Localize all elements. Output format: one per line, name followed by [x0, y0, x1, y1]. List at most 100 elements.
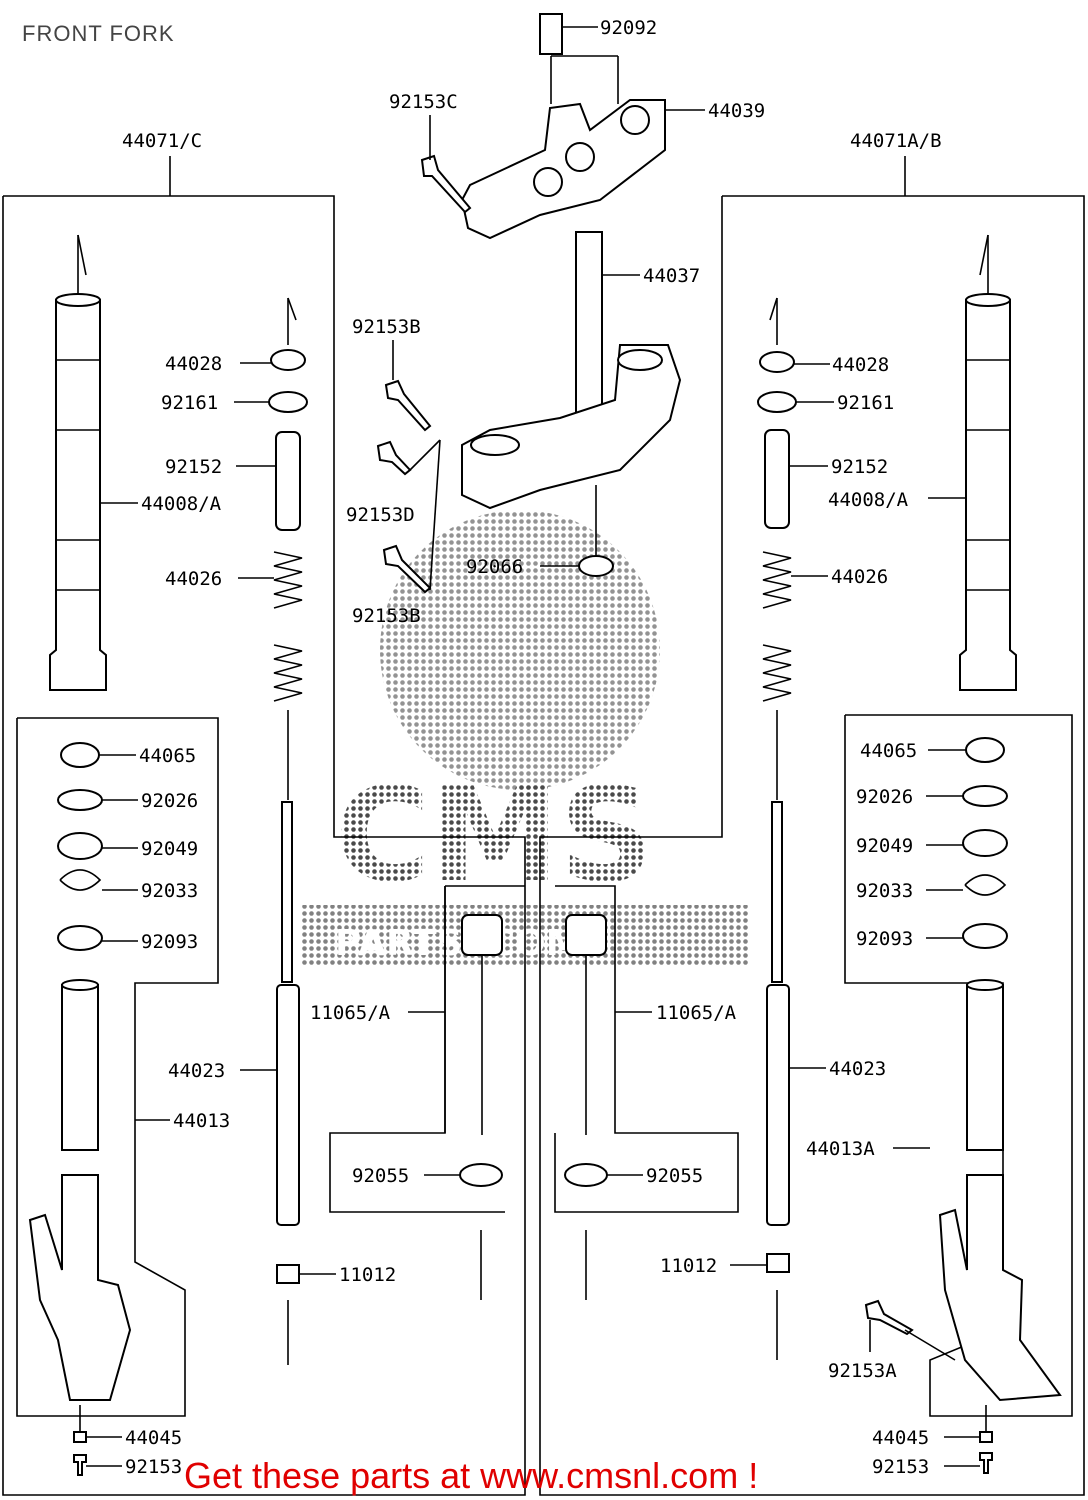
label-left-44013: 44013	[173, 1110, 230, 1132]
part-44026-spring-right-top	[762, 551, 792, 609]
part-11012-bush-left	[276, 1264, 300, 1284]
part-44026-spring-left-top	[273, 551, 303, 609]
part-44045-washer-right	[979, 1431, 993, 1443]
diagram-title: FRONT FORK	[22, 21, 175, 46]
label-left-92093: 92093	[141, 931, 198, 953]
label-left-92055: 92055	[352, 1165, 409, 1187]
label-left-44026: 44026	[165, 568, 222, 590]
part-44023-rod-right	[771, 801, 783, 983]
part-92026-washer-left	[57, 789, 103, 811]
label-92092: 92092	[600, 17, 657, 39]
part-44008-outer-tube-right	[959, 299, 1017, 691]
label-right-92033: 92033	[856, 880, 913, 902]
promo-link-text[interactable]: Get these parts at www.cmsnl.com !	[184, 1455, 758, 1496]
label-left-11012: 11012	[339, 1264, 396, 1286]
part-44013-inner-tube-left	[61, 984, 99, 1151]
top-clamp-parts	[376, 13, 705, 594]
label-92153B-top: 92153B	[352, 316, 421, 338]
label-right-92153A: 92153A	[828, 1360, 897, 1382]
part-92033-clip-right	[964, 874, 1007, 896]
label-left-44028: 44028	[165, 353, 222, 375]
part-44026-spring-left-bottom	[273, 644, 303, 702]
part-44039-upper-clamp	[460, 99, 666, 240]
left-fork-parts	[28, 234, 503, 1476]
part-44065-bush-right	[965, 737, 1005, 763]
label-92153B-bottom: 92153B	[352, 605, 421, 627]
right-fork-parts	[564, 234, 1062, 1474]
label-left-92026: 92026	[141, 790, 198, 812]
label-92066: 92066	[466, 556, 523, 578]
part-11065-cartridge-right	[565, 914, 607, 956]
label-left-44008A: 44008/A	[141, 493, 222, 515]
label-right-44008A: 44008/A	[828, 489, 909, 511]
part-44037-stem	[575, 231, 603, 423]
label-right-44013A: 44013A	[806, 1138, 875, 1160]
part-92153-bolt-right	[979, 1452, 993, 1474]
label-92153D: 92153D	[346, 504, 415, 526]
label-right-92161: 92161	[837, 392, 894, 414]
part-92153D-bolt	[376, 440, 412, 476]
part-44023-cylinder-right	[766, 984, 790, 1226]
part-44013A-axle-bracket-right	[938, 1174, 1062, 1402]
label-left-92153: 92153	[125, 1456, 182, 1478]
watermark-logo-text: CMS	[335, 759, 653, 911]
part-92066-seal	[578, 555, 614, 577]
label-left-11065A: 11065/A	[310, 1002, 391, 1024]
label-left-92152: 92152	[165, 456, 222, 478]
label-right-44045: 44045	[872, 1427, 929, 1449]
part-44013A-inner-tube-right	[966, 984, 1004, 1151]
label-left-92049: 92049	[141, 838, 198, 860]
part-92152-spacer-right	[764, 429, 790, 529]
part-92049-seal-right	[962, 829, 1008, 857]
part-44008-outer-tube-left	[49, 299, 107, 691]
label-44071C: 44071/C	[122, 130, 202, 152]
part-92152-spacer-left	[275, 431, 301, 531]
part-44037-lower-clamp	[461, 344, 682, 510]
label-right-92049: 92049	[856, 835, 913, 857]
part-92153B-bolt-bottom	[382, 544, 432, 594]
label-right-44026: 44026	[831, 566, 888, 588]
part-92153C-bolt	[420, 154, 472, 214]
label-right-92093: 92093	[856, 928, 913, 950]
label-right-92055: 92055	[646, 1165, 703, 1187]
part-44028-cap-right	[759, 351, 795, 373]
label-left-92161: 92161	[161, 392, 218, 414]
label-right-92152: 92152	[831, 456, 888, 478]
part-44026-spring-right-bottom	[762, 644, 792, 702]
part-92153B-bolt-top	[384, 379, 432, 432]
part-92161-washer-right	[757, 391, 797, 413]
part-92049-seal-left	[57, 832, 103, 860]
label-right-44023: 44023	[829, 1058, 886, 1080]
watermark-sub-text: PARTS .COM	[335, 923, 582, 964]
label-right-92153: 92153	[872, 1456, 929, 1478]
part-92055-oring-left	[459, 1163, 503, 1187]
part-44023-rod-left	[281, 801, 293, 983]
part-44023-cylinder-left	[276, 984, 300, 1226]
label-left-44045: 44045	[125, 1427, 182, 1449]
part-44045-washer-left	[73, 1431, 87, 1443]
part-92092-cap	[539, 13, 563, 55]
part-92093-cover-left	[57, 925, 103, 951]
label-left-44023: 44023	[168, 1060, 225, 1082]
label-right-11012: 11012	[660, 1255, 717, 1277]
part-92026-washer-right	[962, 785, 1008, 807]
label-44071AB: 44071A/B	[850, 130, 942, 152]
label-right-44028: 44028	[832, 354, 889, 376]
label-right-92026: 92026	[856, 786, 913, 808]
label-left-92033: 92033	[141, 880, 198, 902]
label-right-44065: 44065	[860, 740, 917, 762]
part-92153-bolt-left	[73, 1454, 87, 1476]
label-right-11065A: 11065/A	[656, 1002, 737, 1024]
part-11012-bush-right	[766, 1253, 790, 1273]
part-44013-axle-bracket-left	[28, 1174, 132, 1401]
label-92153C: 92153C	[389, 91, 458, 113]
part-44028-cap-left	[270, 349, 306, 371]
label-left-44065: 44065	[139, 745, 196, 767]
label-44039: 44039	[708, 100, 765, 122]
part-44065-bush-left	[60, 742, 100, 768]
part-92033-clip-left	[59, 869, 102, 891]
part-11065-cartridge-left	[461, 914, 503, 956]
group-boxes	[2, 195, 1085, 1496]
part-92161-washer-left	[268, 391, 308, 413]
